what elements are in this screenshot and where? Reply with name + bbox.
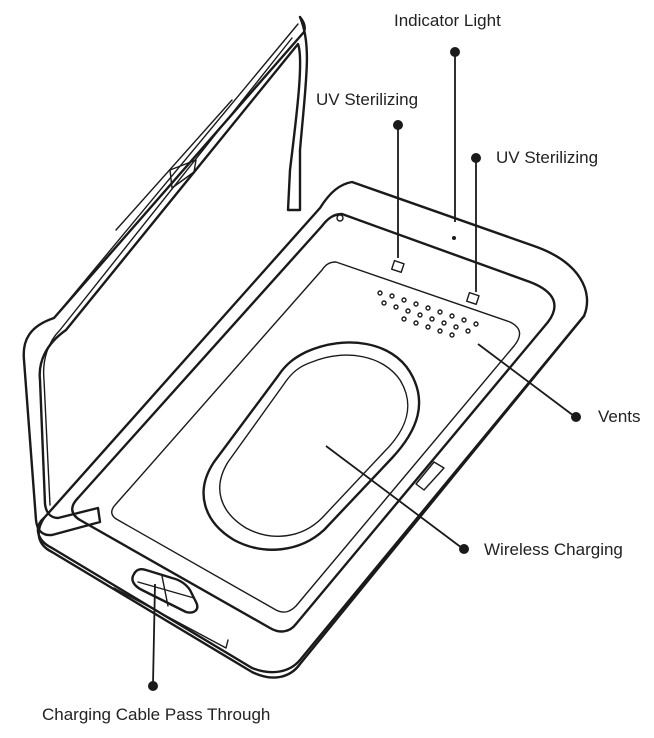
lid-edge: [53, 23, 299, 319]
vent-hole: [425, 305, 431, 311]
label-indicator-light: Indicator Light: [394, 11, 501, 30]
vent-hole: [389, 293, 395, 299]
vent-hole: [401, 316, 407, 322]
label-charging-cable-pass-through: Charging Cable Pass Through: [42, 705, 271, 724]
lid-groove: [115, 99, 233, 231]
leader-cable: [152, 583, 156, 685]
vent-hole: [461, 317, 467, 323]
base-outer-top: [36, 180, 589, 674]
lid-hinge-pin: [336, 214, 344, 222]
cable-port-divider-v: [161, 575, 169, 607]
label-uv-sterilizing-left: UV Sterilizing: [316, 90, 419, 109]
leader-wireless: [325, 445, 463, 549]
uv-lamp-left: [390, 259, 405, 274]
base-front-skirt: [37, 314, 586, 679]
callouts: [148, 47, 581, 691]
callout-dot-uv-left: [393, 120, 403, 130]
lid: [22, 15, 309, 537]
callout-dot-vents: [571, 412, 581, 422]
vent-hole: [377, 290, 383, 296]
cable-port-divider-h: [137, 581, 195, 599]
vent-hole: [425, 324, 431, 330]
vent-hole: [413, 320, 419, 326]
indicator-light-dot: [452, 236, 456, 240]
vents-grid: [377, 290, 479, 338]
leader-vents: [477, 343, 575, 417]
vent-hole: [401, 297, 407, 303]
lid-inner-rim: [42, 37, 293, 506]
label-vents: Vents: [598, 407, 641, 426]
charging-pad-outer: [202, 341, 421, 551]
vent-hole: [429, 316, 435, 322]
label-wireless-charging: Wireless Charging: [484, 540, 623, 559]
callout-dot-wireless: [459, 544, 469, 554]
base: [36, 180, 589, 679]
lid-latch: [169, 159, 197, 189]
vent-hole: [441, 320, 447, 326]
vent-hole: [453, 324, 459, 330]
lid-outer: [22, 15, 309, 537]
vent-hole: [413, 301, 419, 307]
vent-hole: [381, 300, 387, 306]
label-uv-sterilizing-right: UV Sterilizing: [496, 148, 599, 167]
vent-hole: [465, 328, 471, 334]
vent-hole: [393, 304, 399, 310]
vent-hole: [449, 332, 455, 338]
vent-hole: [417, 312, 423, 318]
callout-dot-indicator: [450, 47, 460, 57]
callout-dot-uv-right: [471, 153, 481, 163]
vent-hole: [437, 309, 443, 315]
charging-pad-inner: [219, 354, 409, 537]
vent-hole: [437, 328, 443, 334]
callout-dot-cable: [148, 681, 158, 691]
uv-lamp-right: [465, 291, 480, 306]
base-bottom-edge: [113, 587, 229, 649]
vent-hole: [405, 308, 411, 314]
tray-inner: [111, 261, 521, 613]
side-button: [415, 461, 445, 491]
tray-outer: [71, 212, 556, 633]
vent-hole: [449, 313, 455, 319]
vent-hole: [473, 321, 479, 327]
cable-port: [131, 568, 199, 614]
